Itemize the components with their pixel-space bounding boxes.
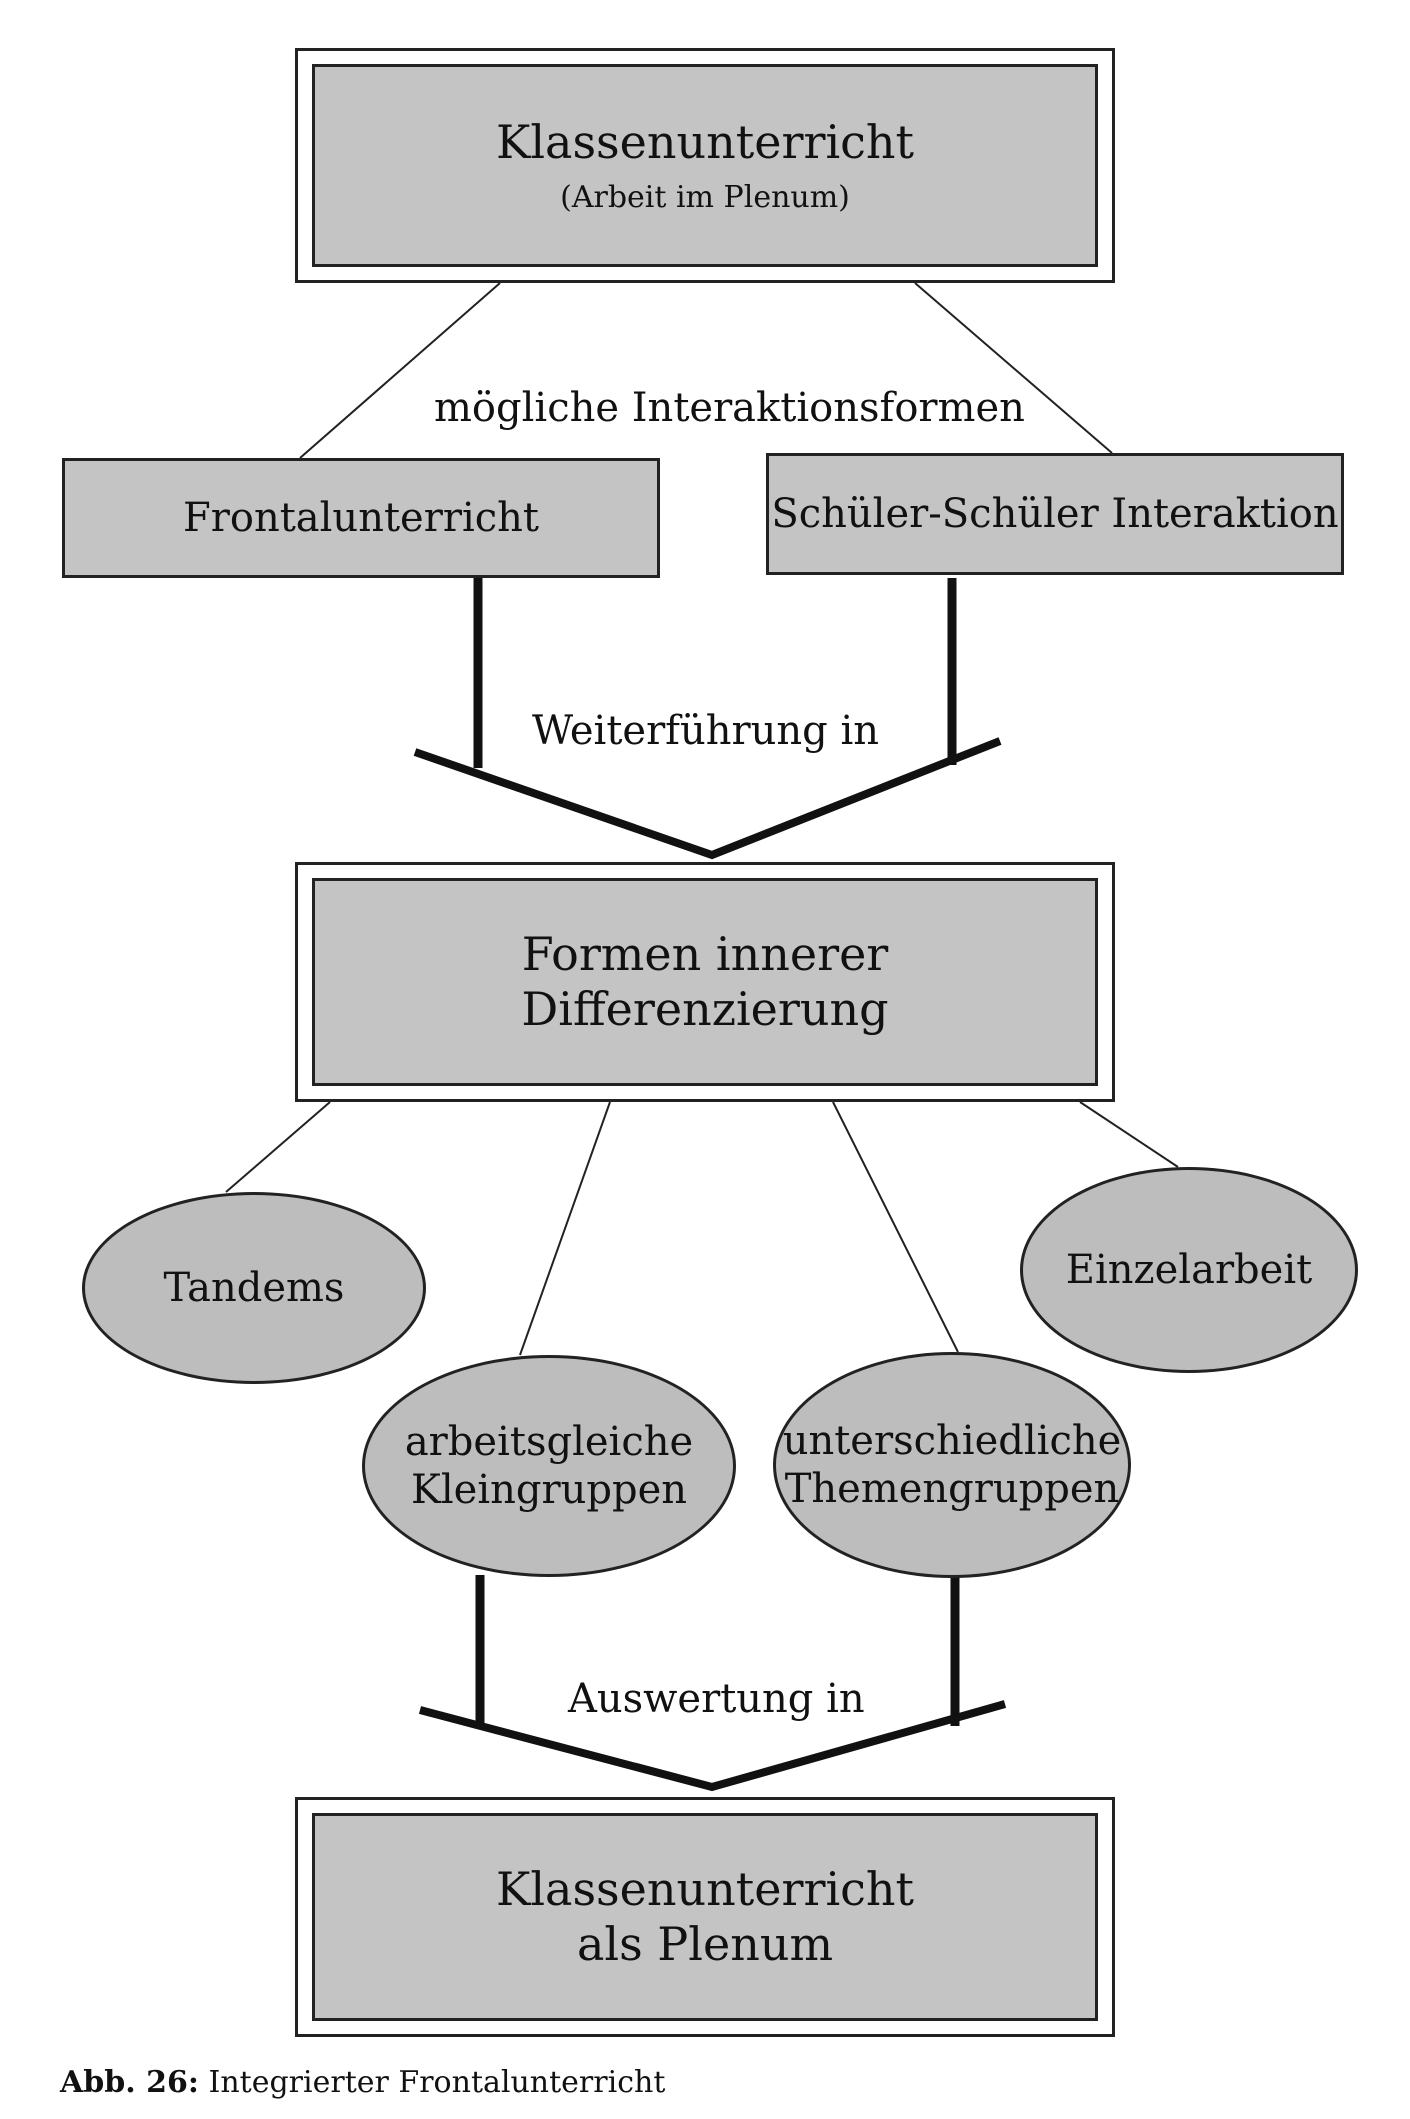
ellipse-unterschiedliche-line1: unterschiedliche xyxy=(782,1418,1122,1464)
student-interaction-box: Schüler-Schüler Interaktion xyxy=(766,453,1344,575)
bottom-box-line1: Klassenunterricht xyxy=(495,1861,915,1916)
connector-mid-unterschiedliche xyxy=(832,1101,959,1353)
connector-top-right xyxy=(914,282,1113,454)
ellipse-arbeitsgleiche-line2: Kleingruppen xyxy=(410,1467,688,1513)
ellipse-tandems: Tandems xyxy=(82,1192,426,1384)
ellipse-arbeitsgleiche-kleingruppen: arbeitsgleiche Kleingruppen xyxy=(362,1355,736,1577)
connector-top-left xyxy=(299,282,501,459)
frontal-box: Frontalunterricht xyxy=(62,458,660,578)
label-continuation: Weiterführung in xyxy=(532,708,880,754)
ellipse-unterschiedliche-themengruppen: unterschiedliche Themengruppen xyxy=(773,1352,1131,1578)
connector-mid-tandems xyxy=(225,1101,331,1193)
label-interaction-forms: mögliche Interaktionsformen xyxy=(434,385,1025,431)
top-box: Klassenunterricht (Arbeit im Plenum) xyxy=(312,64,1098,267)
top-box-title: Klassenunterricht xyxy=(495,114,915,169)
funnel1-arrow xyxy=(413,737,1002,860)
connector-mid-einzelarbeit xyxy=(1079,1101,1179,1168)
ellipse-unterschiedliche-line2: Themengruppen xyxy=(784,1466,1120,1512)
ellipse-einzelarbeit-label: Einzelarbeit xyxy=(1065,1247,1313,1293)
middle-box-line2: Differenzierung xyxy=(521,982,889,1036)
top-box-subtitle: (Arbeit im Plenum) xyxy=(560,180,850,216)
ellipse-arbeitsgleiche-line1: arbeitsgleiche xyxy=(404,1419,694,1465)
middle-box-line1: Formen innerer xyxy=(521,926,889,981)
ellipse-einzelarbeit: Einzelarbeit xyxy=(1020,1167,1358,1373)
label-evaluation: Auswertung in xyxy=(568,1676,865,1722)
figure-caption-prefix: Abb. 26: xyxy=(60,2065,199,2100)
ellipse-tandems-label: Tandems xyxy=(163,1265,345,1311)
funnel2-arrow xyxy=(418,1700,1007,1792)
figure-caption-text: Integrierter Frontalunterricht xyxy=(208,2065,666,2100)
bottom-box-line2: als Plenum xyxy=(576,1917,834,1971)
middle-box: Formen innerer Differenzierung xyxy=(312,878,1098,1086)
figure-caption: Abb. 26: Integrierter Frontalunterricht xyxy=(60,2065,665,2100)
connector-mid-arbeitsgleiche xyxy=(519,1101,611,1356)
bottom-box: Klassenunterricht als Plenum xyxy=(312,1813,1098,2021)
